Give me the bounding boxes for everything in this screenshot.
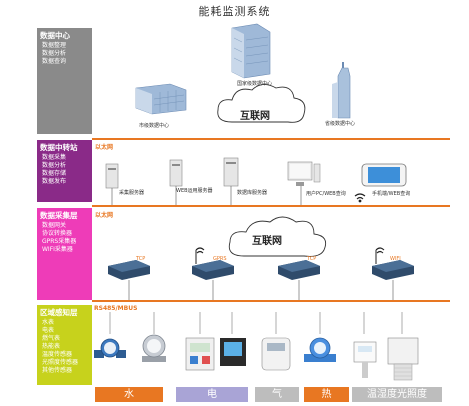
- layer-item: 电表: [42, 327, 55, 334]
- layer-collection: 数据采集层 数据网关 协议转换器 GPRS采集器 WIFI采集器: [37, 208, 92, 300]
- water-meter-icon: [94, 338, 126, 358]
- layer-item: GPRS采集器: [42, 238, 77, 245]
- internet-label: 互联网: [240, 111, 270, 122]
- energy-type-heat: 热: [304, 387, 349, 402]
- gateway-protocol-label: GPRS: [213, 256, 227, 262]
- gateway-protocol-label: TCP: [136, 256, 146, 262]
- national-label: 国家级数据中心: [237, 81, 273, 87]
- layer-item: 数据查询: [42, 58, 67, 65]
- gateway-protocol-label: TCP: [307, 256, 317, 262]
- layer-title: 数据中心: [40, 31, 70, 40]
- layer-item: 数据发布: [42, 178, 67, 185]
- energy-type-env: 温湿度光照度: [352, 387, 442, 402]
- layer-item: 燃气表: [42, 335, 61, 342]
- mobile-label: 手机端/WEB查询: [372, 191, 411, 197]
- water-meter-icon: [142, 334, 166, 362]
- energy-type-water: 水: [95, 387, 163, 402]
- transfer-graphics: [92, 157, 450, 207]
- server-icon: [105, 163, 119, 189]
- collection-graphics: [92, 216, 450, 302]
- diagram-title: 能耗监测系统: [198, 5, 271, 18]
- gateway-device-icon: [278, 260, 320, 280]
- pc-monitor-icon: [287, 161, 321, 186]
- city-label: 市级数据中心: [139, 123, 170, 129]
- layer-item: 数据分析: [42, 50, 67, 57]
- layer-item: 温度传感器: [42, 351, 73, 358]
- layer-data-center: 数据中心 数据整理 数据分析 数据查询: [37, 28, 92, 134]
- gas-meter-icon: [261, 337, 291, 371]
- layer-item: 光照度传感器: [42, 359, 79, 366]
- server-label: 数据库服务器: [237, 190, 268, 196]
- province-building-icon: [332, 62, 351, 119]
- layer-title: 数据采集层: [40, 211, 78, 220]
- layer-item: 热能表: [42, 343, 61, 350]
- layer-item: 水表: [42, 319, 55, 326]
- electric-meter-icon: [220, 338, 246, 366]
- layer-title: 数据中转站: [40, 143, 78, 152]
- internet-label: 互联网: [252, 236, 282, 247]
- temperature-sensor-icon: [353, 341, 377, 378]
- city-building-icon: [135, 83, 187, 115]
- layer-item: 数据分析: [42, 162, 67, 169]
- gateway-protocol-label: WIFI: [390, 256, 401, 262]
- server-icon: [223, 157, 239, 187]
- heat-meter-icon: [304, 337, 336, 362]
- collection-bus-label: 以太网: [95, 212, 114, 219]
- energy-type-electric: 电: [176, 387, 248, 402]
- client-label: 用户PC/WEB查询: [306, 191, 346, 197]
- light-sensor-icon: [387, 337, 419, 381]
- gateway-device-icon: [372, 250, 414, 280]
- layer-transfer: 数据中转站 数据采集 数据分析 数据存储 数据发布: [37, 140, 92, 202]
- layer-sensing: 区域感知层 水表 电表 燃气表 热能表 温度传感器 光照度传感器 其他传感器: [37, 305, 92, 385]
- wifi-icon: [354, 193, 366, 203]
- server-label: 采集服务器: [119, 190, 145, 196]
- layer-item: 数据网关: [42, 222, 67, 229]
- layer-item: 其他传感器: [42, 367, 73, 374]
- transfer-bus-label: 以太网: [95, 144, 114, 151]
- server-icon: [169, 159, 183, 187]
- layer-item: 协议转换器: [42, 230, 73, 237]
- energy-type-gas: 气: [255, 387, 299, 402]
- data-center-graphics: [92, 23, 450, 140]
- province-label: 省级数据中心: [325, 121, 356, 127]
- wifi-icon: [195, 247, 385, 254]
- layer-item: 数据存储: [42, 170, 67, 177]
- gateway-device-icon: [192, 250, 234, 280]
- layer-item: 数据采集: [42, 154, 67, 161]
- server-label: WEB运用服务器: [176, 188, 213, 194]
- layer-title: 区域感知层: [40, 308, 78, 317]
- internet-cloud-icon: [217, 84, 306, 123]
- layer-item: 数据整理: [42, 42, 67, 49]
- sensing-bus-label: RS485/MBUS: [94, 305, 138, 312]
- gateway-device-icon: [108, 260, 150, 280]
- sensing-graphics: [94, 312, 419, 381]
- layer-item: WIFI采集器: [42, 246, 73, 253]
- mobile-phone-icon: [361, 163, 407, 187]
- national-building-icon: [231, 23, 271, 79]
- electric-meter-icon: [185, 337, 215, 371]
- internet-cloud-icon: [228, 216, 327, 257]
